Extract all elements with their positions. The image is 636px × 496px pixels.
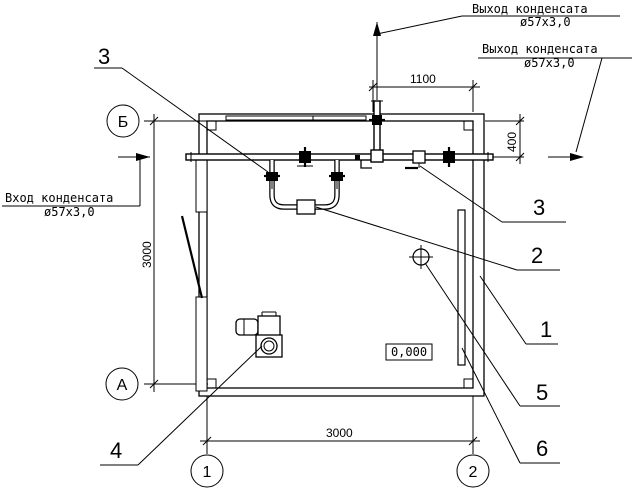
inlet-label-size: ø57x3,0 (44, 205, 95, 219)
column-nw (206, 120, 217, 131)
callout-5-text: 5 (536, 380, 548, 405)
elevation-text: 0,000 (391, 345, 427, 359)
callout-5: 5 (424, 262, 560, 407)
dimension-3000-h-text: 3000 (326, 426, 353, 440)
elevation-mark: 0,000 (385, 343, 433, 361)
check-valve-icon (405, 150, 426, 170)
callout-4-text: 4 (110, 438, 122, 463)
outlet-label-top-name: Выход конденсата (472, 2, 588, 16)
window-top (225, 115, 367, 121)
outlet-label-right: Выход конденсата ø57x3,0 (478, 42, 632, 161)
wall-pier-left-upper (195, 159, 208, 213)
valve-icon (264, 172, 280, 189)
callout-6: 6 (461, 347, 560, 464)
axis-label-b: Б (118, 114, 129, 131)
axis-bubble-1: 1 (190, 454, 224, 488)
axis-label-a: А (117, 377, 128, 394)
inlet-label-left: Вход конденсата ø57x3,0 (2, 153, 150, 219)
valve-icon (443, 147, 455, 167)
dimension-3000-horizontal: 3000 (200, 426, 480, 446)
drain-funnel-icon (409, 245, 433, 269)
arrow-up-icon (373, 22, 381, 36)
outlet-label-right-size: ø57x3,0 (524, 56, 575, 70)
axis-label-1: 1 (203, 464, 212, 481)
callout-1: 1 (479, 275, 558, 345)
outlet-label-top-size: ø57x3,0 (520, 15, 571, 29)
valve-icon (297, 147, 313, 167)
callout-3-right-text: 3 (533, 195, 545, 220)
room-walls (180, 113, 485, 397)
outlet-label-right-name: Выход конденсата (482, 42, 598, 56)
axis-bubble-b: Б (106, 104, 140, 138)
dimension-400: 400 (485, 114, 525, 164)
inner-wall (206, 120, 474, 389)
dimension-3000-v-text: 3000 (140, 241, 154, 268)
radiator-panel (457, 209, 466, 366)
column-sw (206, 378, 217, 389)
callout-2: 2 (315, 206, 560, 271)
arrow-right-icon (570, 153, 584, 161)
column-ne (463, 120, 474, 131)
arrow-right-icon (136, 153, 150, 161)
axis-bubble-a: А (105, 367, 139, 401)
condensate-pipeline (185, 100, 494, 215)
valve-icon (369, 115, 385, 125)
dimension-400-text: 400 (505, 132, 519, 152)
axis-bubble-2: 2 (456, 454, 490, 488)
valve-icon (329, 172, 345, 189)
column-se (463, 378, 474, 389)
dimension-1100-text: 1100 (410, 72, 436, 86)
axis-label-2: 2 (469, 464, 478, 481)
pump-unit-icon (235, 311, 283, 358)
callout-3-top-text: 3 (98, 44, 110, 69)
filter-fitting (296, 199, 316, 215)
callout-3-right: 3 (419, 165, 566, 223)
callout-6-text: 6 (536, 436, 548, 461)
callout-1-text: 1 (540, 317, 552, 342)
inlet-label-name: Вход конденсата (5, 191, 113, 205)
callout-3-top: 3 (94, 44, 269, 173)
dimension-1100: 1100 (368, 72, 480, 112)
dimension-3000-vertical: 3000 (140, 114, 159, 392)
outlet-label-top: Выход конденсата ø57x3,0 (373, 2, 620, 100)
outer-wall (198, 113, 485, 397)
callout-4: 4 (100, 345, 263, 466)
tee-fitting (370, 149, 384, 163)
door-leaf (180, 215, 204, 299)
callout-2-text: 2 (531, 243, 543, 268)
wall-pier-left-lower (195, 296, 208, 392)
axis-lines (144, 120, 474, 454)
